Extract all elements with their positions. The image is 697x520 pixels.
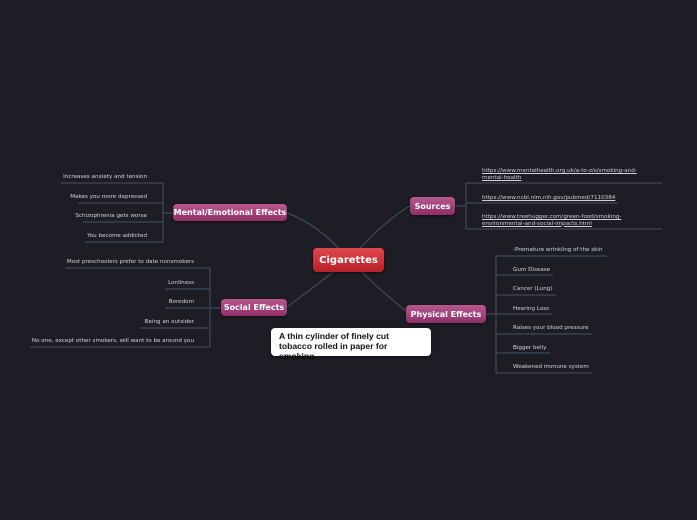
leaf-physical[interactable]: -Premature wrinkling of the skin — [513, 247, 603, 253]
connector-mental-leaves — [60, 182, 173, 243]
leaf-physical[interactable]: Bigger belly — [513, 345, 547, 351]
connector-sources-leaves — [455, 182, 662, 230]
leaf-mental[interactable]: Increases anxiety and tension — [63, 174, 147, 180]
leaf-mental[interactable]: You become addicted — [87, 233, 147, 239]
branch-mental-emotional-effects[interactable]: Mental/Emotional Effects — [173, 204, 287, 221]
leaf-social[interactable]: No one, except other smokers, will want … — [31, 338, 194, 344]
source-link[interactable]: https://www.mentalhealth.org.uk/a-to-z/s… — [482, 168, 637, 181]
leaf-mental[interactable]: Schizophrenia gets worse — [75, 213, 147, 219]
leaf-social[interactable]: Most preschoolers prefer to date nonsmok… — [66, 259, 194, 265]
leaf-physical[interactable]: Weakened immune system — [513, 364, 589, 370]
leaf-physical[interactable]: Hearing Loss — [513, 306, 550, 312]
leaf-social[interactable]: Lonliness — [168, 280, 194, 286]
source-link[interactable]: https://www.treehugger.com/green-food/sm… — [482, 214, 622, 227]
leaf-physical[interactable]: Gum Disease — [513, 267, 551, 273]
branch-physical-effects[interactable]: Physical Effects — [406, 305, 486, 323]
leaf-physical[interactable]: Cancer (Lung) — [513, 286, 553, 292]
branch-sources[interactable]: Sources — [410, 197, 455, 215]
leaf-social[interactable]: Being an outsider — [144, 319, 194, 325]
connector-physical-leaves — [486, 255, 607, 374]
branch-social-effects[interactable]: Social Effects — [221, 299, 287, 316]
leaf-mental[interactable]: Makes you more depressed — [70, 194, 147, 200]
node-tooltip: A thin cylinder of finely cut tobacco ro… — [271, 328, 431, 361]
root-node-cigarettes[interactable]: Cigarettes — [313, 248, 384, 272]
connector-social-leaves — [30, 267, 221, 348]
leaf-physical[interactable]: Raises your blood pressure — [513, 325, 589, 331]
leaf-social[interactable]: Boredom — [168, 299, 194, 305]
source-link[interactable]: https://www.ncbi.nlm.nih.gov/pubmed/7110… — [482, 195, 616, 201]
